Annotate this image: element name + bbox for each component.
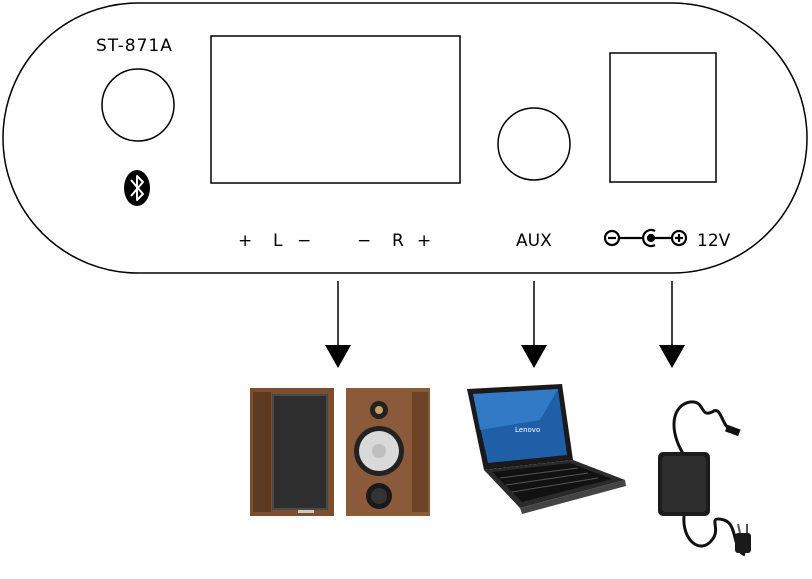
arrow-adapter — [659, 281, 685, 368]
terminal-right-minus: − — [357, 231, 371, 251]
terminal-left-label: L — [273, 231, 283, 251]
dc-power-socket[interactable] — [609, 52, 717, 183]
terminal-right-plus: + — [417, 231, 431, 251]
aux-label: AUX — [516, 231, 552, 251]
laptop-brand: Lenovo — [515, 426, 540, 434]
speakers-icon — [250, 388, 430, 516]
terminal-left-plus: + — [238, 231, 252, 251]
bluetooth-icon — [124, 170, 150, 206]
terminal-left-minus: − — [297, 231, 311, 251]
arrow-laptop — [521, 281, 547, 368]
laptop-icon: Lenovo — [467, 384, 626, 514]
display-window — [210, 35, 461, 184]
terminal-right-label: R — [392, 231, 404, 251]
voltage-label: 12V — [697, 231, 731, 251]
power-adapter-icon — [658, 400, 751, 557]
dc-polarity-icon — [603, 228, 688, 248]
arrow-speakers — [325, 281, 351, 368]
model-name: ST-871A — [96, 36, 173, 56]
volume-knob[interactable] — [101, 68, 175, 142]
aux-jack[interactable] — [497, 107, 571, 181]
device-panel-outline — [2, 2, 808, 274]
